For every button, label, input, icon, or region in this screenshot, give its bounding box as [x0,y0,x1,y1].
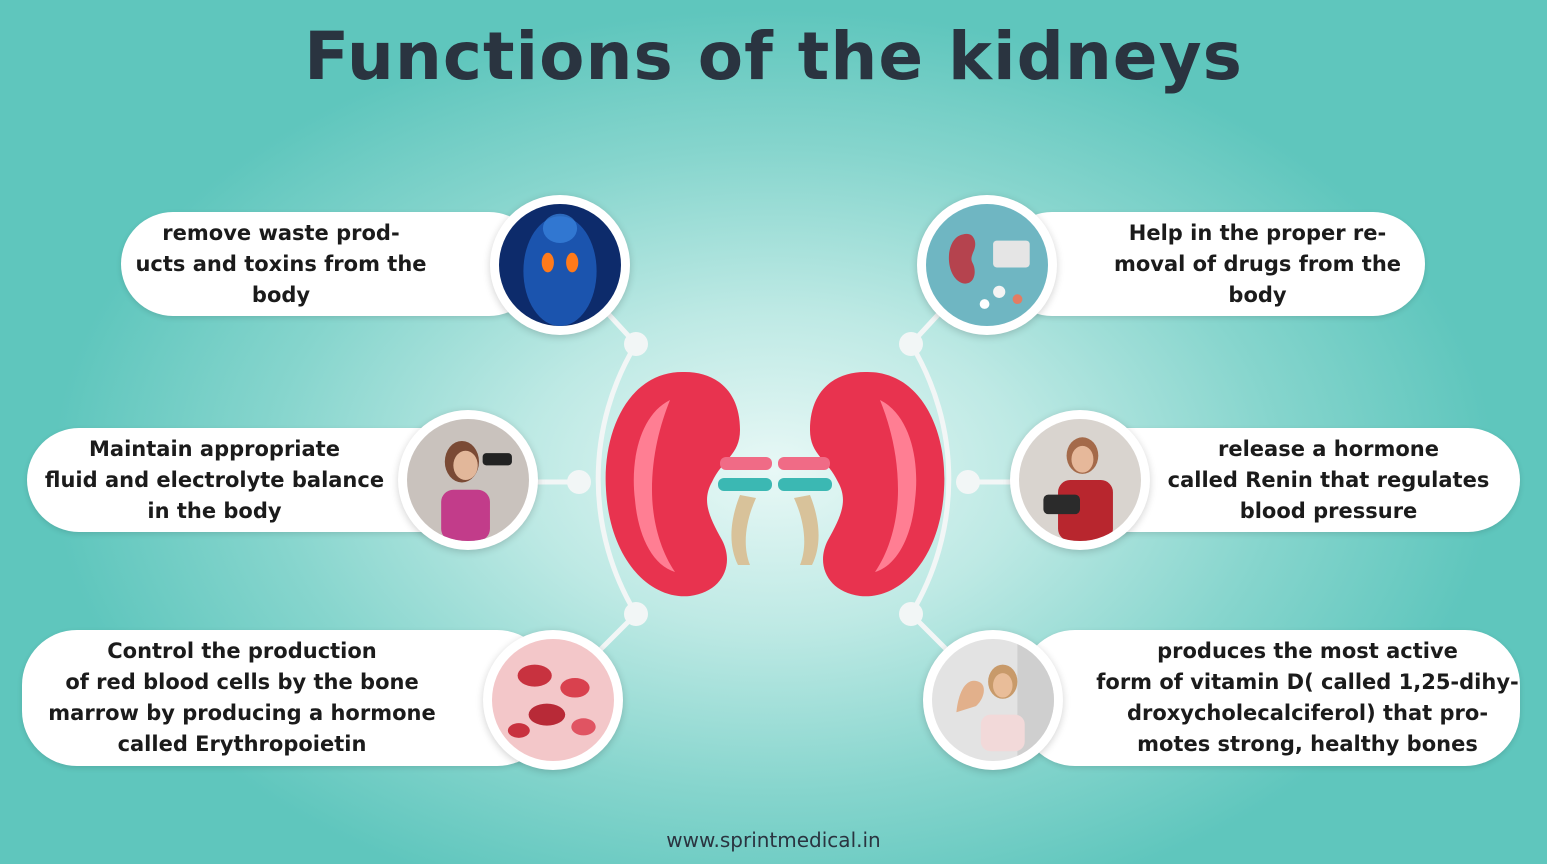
card-line: droxycholecalciferol) that pro- [1126,701,1489,725]
card-line: body [251,282,311,307]
card-line: produces the most active [1157,639,1458,663]
function-card-drug-removal: Help in the proper re- moval of drugs fr… [1000,212,1425,316]
card-line: of red blood cells by the bone [65,670,419,694]
blood-pressure-icon [1010,410,1150,550]
left-arc [595,342,639,616]
card-line: in the body [147,498,282,523]
kidneys-illustration [605,371,945,597]
red-blood-cells-icon [483,630,623,770]
card-line: marrow by producing a hormone [48,701,436,725]
card-line: called Renin that regulates [1167,467,1490,492]
card-line: moval of drugs from the [1113,251,1402,276]
connector-dot [899,332,923,356]
card-line: Help in the proper re- [1128,220,1387,245]
card-line: body [1228,282,1287,307]
card-line: form of vitamin D( called 1,25-dihy- [1096,670,1519,694]
card-line: fluid and electrolyte balance [44,467,385,492]
card-line: Maintain appropriate [89,436,340,461]
right-kidney-icon [810,371,945,597]
card-line: called Erythropoietin [117,732,367,756]
drinking-athlete-icon [398,410,538,550]
function-card-vitamin-d: produces the most active form of vitamin… [1020,630,1520,766]
function-card-waste-removal: remove waste prod- ucts and toxins from … [121,212,541,316]
card-line: blood pressure [1239,498,1418,523]
right-arc [908,342,952,616]
body-scan-icon [490,195,630,335]
connector-dot [624,332,648,356]
kidney-and-pills-icon [917,195,1057,335]
left-kidney-icon [605,371,740,597]
connector-dot [899,602,923,626]
strong-arm-icon [923,630,1063,770]
card-line: motes strong, healthy bones [1137,732,1478,756]
function-card-red-blood-cells: Control the production of red blood cell… [22,630,552,766]
card-line: release a hormone [1218,436,1439,461]
website-footer: www.sprintmedical.in [666,828,881,852]
connector-dot [956,470,980,494]
card-line: Control the production [107,639,377,663]
connector-dot [567,470,591,494]
page-title: Functions of the kidneys [304,18,1243,95]
card-line: remove waste prod- [162,220,400,245]
card-line: ucts and toxins from the [135,251,427,276]
connector-dot [624,602,648,626]
